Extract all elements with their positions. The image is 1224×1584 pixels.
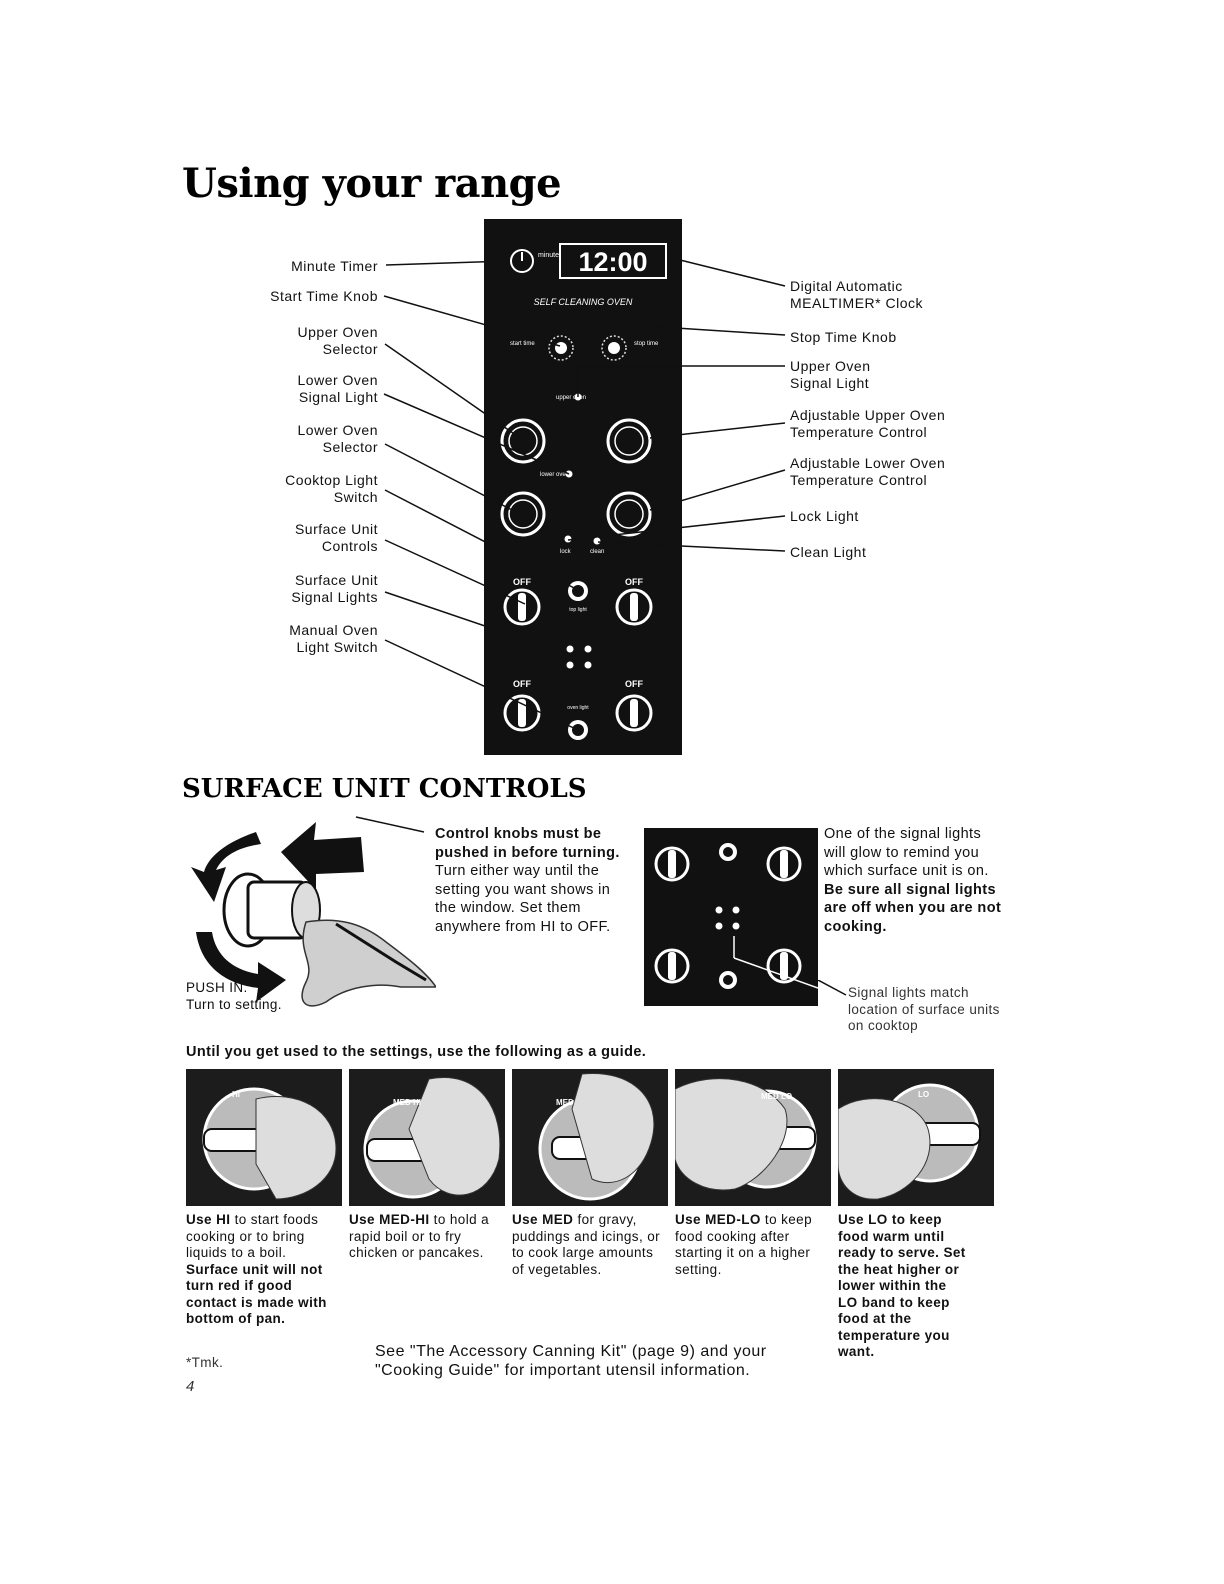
setting-photo-med-hi: MED HI — [349, 1069, 505, 1206]
setting-label-med: MED — [556, 1098, 574, 1107]
setting-label-med-lo: MED LO — [761, 1092, 792, 1101]
upper-oven-selector — [500, 418, 546, 464]
upper-oven-temp-control — [606, 418, 652, 464]
page-title: Using your range — [182, 160, 562, 207]
small-signal-light-3 — [715, 922, 723, 930]
surface-signal-light-4 — [584, 661, 592, 669]
cooktop-panel-illustration — [644, 828, 819, 1006]
callout-clean-light: Clean Light — [790, 544, 867, 560]
setting-label-med-hi: MED HI — [393, 1098, 421, 1107]
surface-signal-light-2 — [584, 645, 592, 653]
hand-icon — [301, 919, 436, 1007]
stop-time-knob-center — [608, 342, 620, 354]
setting-caption-lo: Use LO to keep food warm until ready to … — [838, 1212, 966, 1359]
small-signal-light-1 — [715, 906, 723, 914]
stop-time-knob — [601, 335, 627, 361]
setting-label-hi: HI — [232, 1090, 240, 1099]
setting-caption-hi: Use HI to start foods cooking or to brin… — [186, 1212, 327, 1326]
setting-photo-hi: HI — [186, 1069, 342, 1206]
minute-timer-knob-icon — [510, 249, 534, 273]
page-number: 4 — [186, 1378, 195, 1395]
callout-start-time-knob: Start Time Knob — [270, 288, 378, 304]
minute-timer-label: minute timer — [538, 252, 577, 259]
setting-photo-lo: LO — [838, 1069, 994, 1206]
callout-minute-timer: Minute Timer — [291, 258, 378, 274]
lower-oven-selector — [500, 491, 546, 537]
oven-light-label: oven light — [567, 705, 589, 711]
top-light-label: top light — [569, 607, 587, 613]
lock-label: lock — [560, 549, 572, 555]
upper-oven-label: upper oven — [556, 395, 586, 401]
small-signal-light-4 — [732, 922, 740, 930]
footer-note: See "The Accessory Canning Kit" (page 9)… — [375, 1343, 767, 1379]
signal-light-instructions: One of the signal lights will glow to re… — [824, 826, 1002, 935]
trademark-note: *Tmk. — [186, 1355, 224, 1370]
push-arrow-icon — [281, 822, 364, 890]
off-label-1: OFF — [513, 577, 531, 587]
guide-intro: Until you get used to the settings, use … — [186, 1044, 647, 1060]
setting-caption-med-lo: Use MED-LO to keep food cooking after st… — [675, 1212, 812, 1277]
setting-photo-med-lo: MED LO — [675, 1069, 831, 1206]
rotate-arrow-top-icon — [191, 832, 261, 902]
section-title: SURFACE UNIT CONTROLS — [182, 774, 587, 804]
push-in-turn-illustration — [191, 816, 436, 1007]
callout-leader-lines — [383, 259, 786, 731]
setting-caption-med-hi: Use MED-HI to hold a rapid boil or to fr… — [349, 1212, 490, 1260]
surface-signal-light-3 — [566, 661, 574, 669]
setting-label-lo: LO — [918, 1090, 929, 1099]
start-time-label: start time — [510, 341, 535, 347]
setting-caption-med: Use MED for gravy, puddings and icings, … — [512, 1212, 661, 1277]
surface-signal-light-1 — [566, 645, 574, 653]
setting-photo-med: MED — [512, 1069, 668, 1206]
control-panel-drawing: minute timer 12:00 SELF CLEANING OVEN st… — [500, 243, 667, 740]
off-label-3: OFF — [513, 679, 531, 689]
clock-display-frame — [559, 243, 667, 279]
clock-display: 12:00 — [578, 247, 647, 277]
off-label-2: OFF — [625, 577, 643, 587]
callout-lock-light: Lock Light — [790, 508, 859, 524]
lower-oven-temp-control — [606, 491, 652, 537]
rotate-arrow-bottom-icon — [196, 932, 286, 1002]
callout-stop-time-knob: Stop Time Knob — [790, 329, 897, 345]
signal-caption-leader — [818, 980, 847, 996]
clean-label: clean — [590, 549, 604, 555]
knob-instructions: Control knobs must be pushed in before t… — [435, 826, 620, 935]
control-panel: minute timer 12:00 SELF CLEANING OVEN st… — [484, 219, 682, 755]
lock-light — [564, 535, 572, 543]
clock-label: SELF CLEANING OVEN — [534, 297, 633, 307]
start-time-knob — [548, 335, 574, 361]
stop-time-label: stop time — [634, 341, 659, 347]
cooktop-panel-drawing — [654, 843, 819, 989]
push-instructions: PUSH IN. Turn to setting. — [186, 980, 282, 1012]
off-label-4: OFF — [625, 679, 643, 689]
small-signal-light-2 — [732, 906, 740, 914]
signal-light-caption: Signal lights match location of surface … — [848, 985, 1000, 1033]
lower-oven-label: lower oven — [540, 472, 569, 478]
